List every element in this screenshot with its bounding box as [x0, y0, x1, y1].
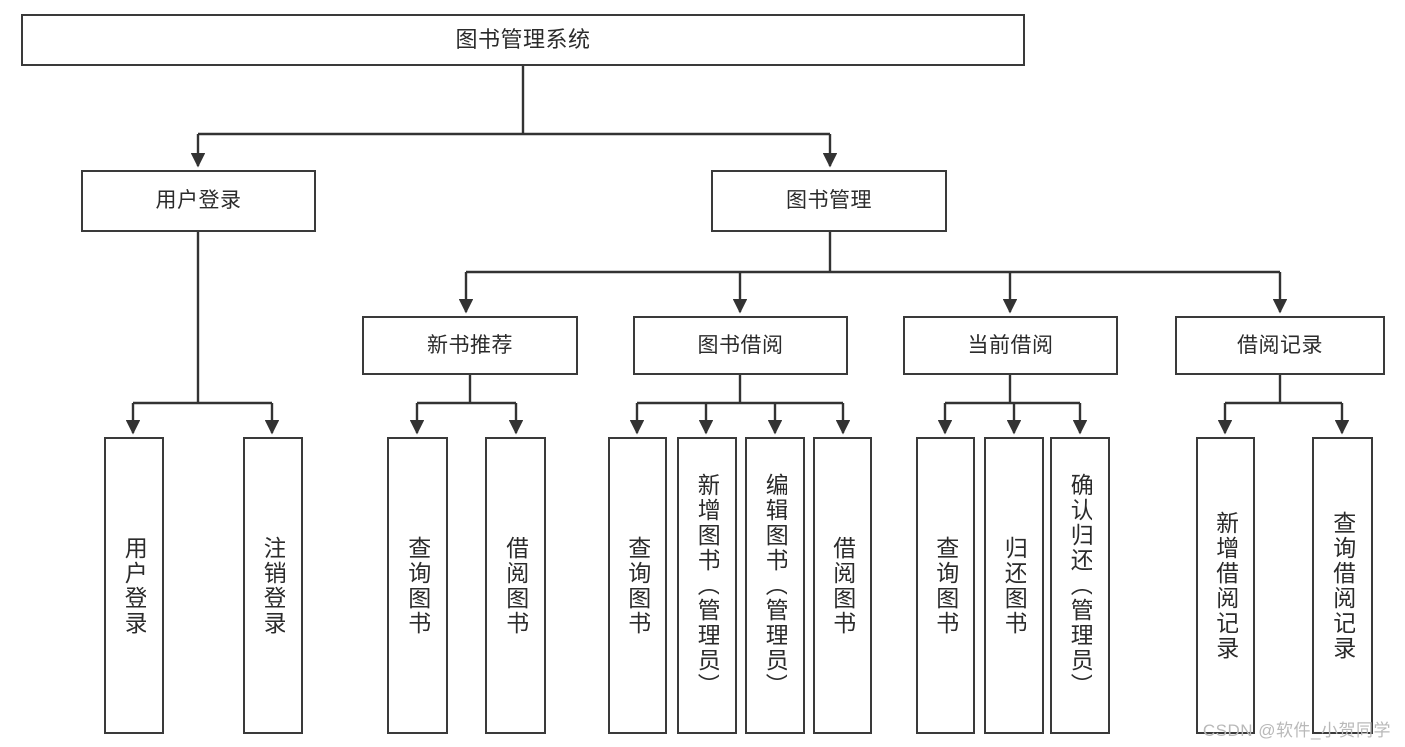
node-label: 确认归还（管理员） — [1067, 473, 1093, 698]
node-label: 编辑图书（管理员） — [762, 473, 788, 698]
node-label: 图书管理系统 — [455, 26, 591, 52]
leaf-query-book-borrow[interactable]: 查询图书 — [608, 437, 667, 734]
csdn-watermark: CSDN @软件_小贺同学 — [1202, 721, 1391, 740]
node-current-borrow[interactable]: 当前借阅 — [903, 316, 1118, 375]
leaf-borrow-book[interactable]: 借阅图书 — [813, 437, 872, 734]
node-borrow-record[interactable]: 借阅记录 — [1175, 316, 1385, 375]
node-label: 归还图书 — [1001, 535, 1027, 636]
leaf-query-book-current[interactable]: 查询图书 — [916, 437, 975, 734]
node-label: 当前借阅 — [967, 333, 1054, 357]
node-label: 用户登录 — [155, 189, 242, 213]
leaf-query-book-recommendation[interactable]: 查询图书 — [387, 437, 448, 734]
leaf-query-borrow-record[interactable]: 查询借阅记录 — [1312, 437, 1373, 734]
node-label: 图书借阅 — [697, 333, 784, 357]
leaf-add-book-admin[interactable]: 新增图书（管理员） — [677, 437, 737, 734]
node-label: 查询借阅记录 — [1330, 510, 1355, 661]
node-label: 借阅图书 — [830, 535, 855, 636]
node-label: 新增图书（管理员） — [694, 473, 720, 698]
node-label: 查询图书 — [625, 535, 650, 636]
leaf-confirm-return-admin[interactable]: 确认归还（管理员） — [1050, 437, 1110, 734]
leaf-logout[interactable]: 注销登录 — [243, 437, 303, 734]
node-user-login[interactable]: 用户登录 — [81, 170, 316, 232]
node-label: 查询图书 — [405, 535, 430, 636]
node-label: 新增借阅记录 — [1213, 510, 1238, 661]
node-label: 新书推荐 — [427, 333, 513, 357]
node-book-management[interactable]: 图书管理 — [711, 170, 947, 232]
node-label: 借阅记录 — [1237, 333, 1323, 357]
leaf-borrow-book-recommendation[interactable]: 借阅图书 — [485, 437, 546, 734]
leaf-edit-book-admin[interactable]: 编辑图书（管理员） — [745, 437, 805, 734]
node-new-book-recommendation[interactable]: 新书推荐 — [362, 316, 578, 375]
node-label: 图书管理 — [786, 189, 872, 213]
node-label: 用户登录 — [121, 535, 147, 636]
leaf-return-book[interactable]: 归还图书 — [984, 437, 1044, 734]
node-root-book-management-system[interactable]: 图书管理系统 — [21, 14, 1025, 66]
node-label: 查询图书 — [933, 535, 958, 636]
node-label: 借阅图书 — [503, 535, 528, 636]
leaf-add-borrow-record[interactable]: 新增借阅记录 — [1196, 437, 1255, 734]
leaf-user-login[interactable]: 用户登录 — [104, 437, 164, 734]
node-label: 注销登录 — [260, 535, 286, 636]
node-book-borrow[interactable]: 图书借阅 — [633, 316, 848, 375]
